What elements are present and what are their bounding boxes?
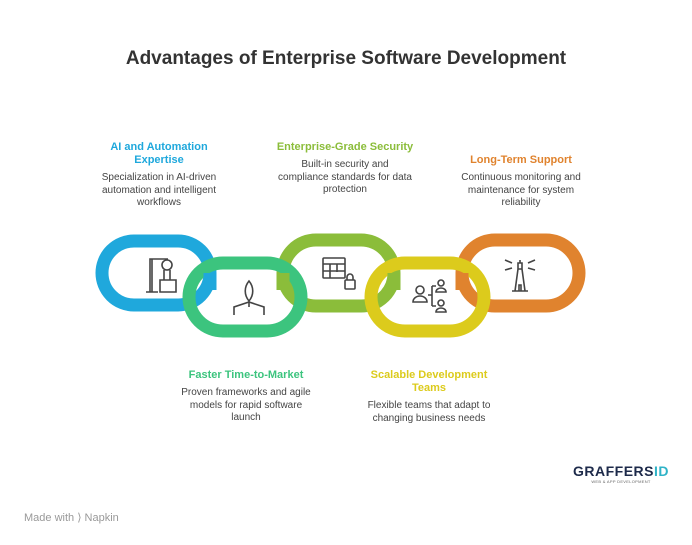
item-description: Flexible teams that adapt to changing bu… bbox=[367, 400, 491, 424]
item-heading: Scalable Development Teams bbox=[370, 369, 488, 394]
table-lock-icon bbox=[322, 257, 356, 290]
item-description: Continuous monitoring and maintenance fo… bbox=[461, 172, 581, 208]
item-heading: Faster Time-to-Market bbox=[188, 369, 304, 381]
item-long-term-support: Long-Term Support Continuous monitoring … bbox=[451, 154, 591, 210]
item-heading: Enterprise-Grade Security bbox=[276, 141, 414, 153]
logo-main: GRAFFERS bbox=[573, 463, 654, 479]
page-title: Advantages of Enterprise Software Develo… bbox=[125, 48, 567, 69]
logo-tagline: WEB & APP DEVELOPMENT bbox=[591, 479, 651, 484]
item-heading: Long-Term Support bbox=[470, 154, 572, 166]
item-security: Enterprise-Grade Security Built-in secur… bbox=[275, 141, 415, 197]
item-description: Built-in security and compliance standar… bbox=[278, 159, 412, 195]
chain-link-green bbox=[182, 256, 308, 338]
item-description: Proven frameworks and agile models for r… bbox=[181, 387, 311, 423]
item-faster-time-to-market: Faster Time-to-Market Proven frameworks … bbox=[176, 369, 316, 425]
item-description: Specialization in AI-driven automation a… bbox=[101, 172, 217, 208]
logo-accent: ID bbox=[654, 463, 669, 479]
made-with-napkin: Made with ⟩ Napkin bbox=[24, 512, 119, 524]
rocket-icon bbox=[233, 279, 265, 315]
item-scalable-teams: Scalable Development Teams Flexible team… bbox=[359, 369, 499, 425]
robot-arm-icon bbox=[146, 258, 177, 293]
item-ai-automation: AI and Automation Expertise Specializati… bbox=[89, 141, 229, 210]
team-hierarchy-icon bbox=[412, 279, 447, 313]
lighthouse-icon bbox=[504, 259, 536, 292]
item-heading: AI and Automation Expertise bbox=[110, 141, 208, 166]
chain-link-yellow bbox=[364, 256, 491, 338]
